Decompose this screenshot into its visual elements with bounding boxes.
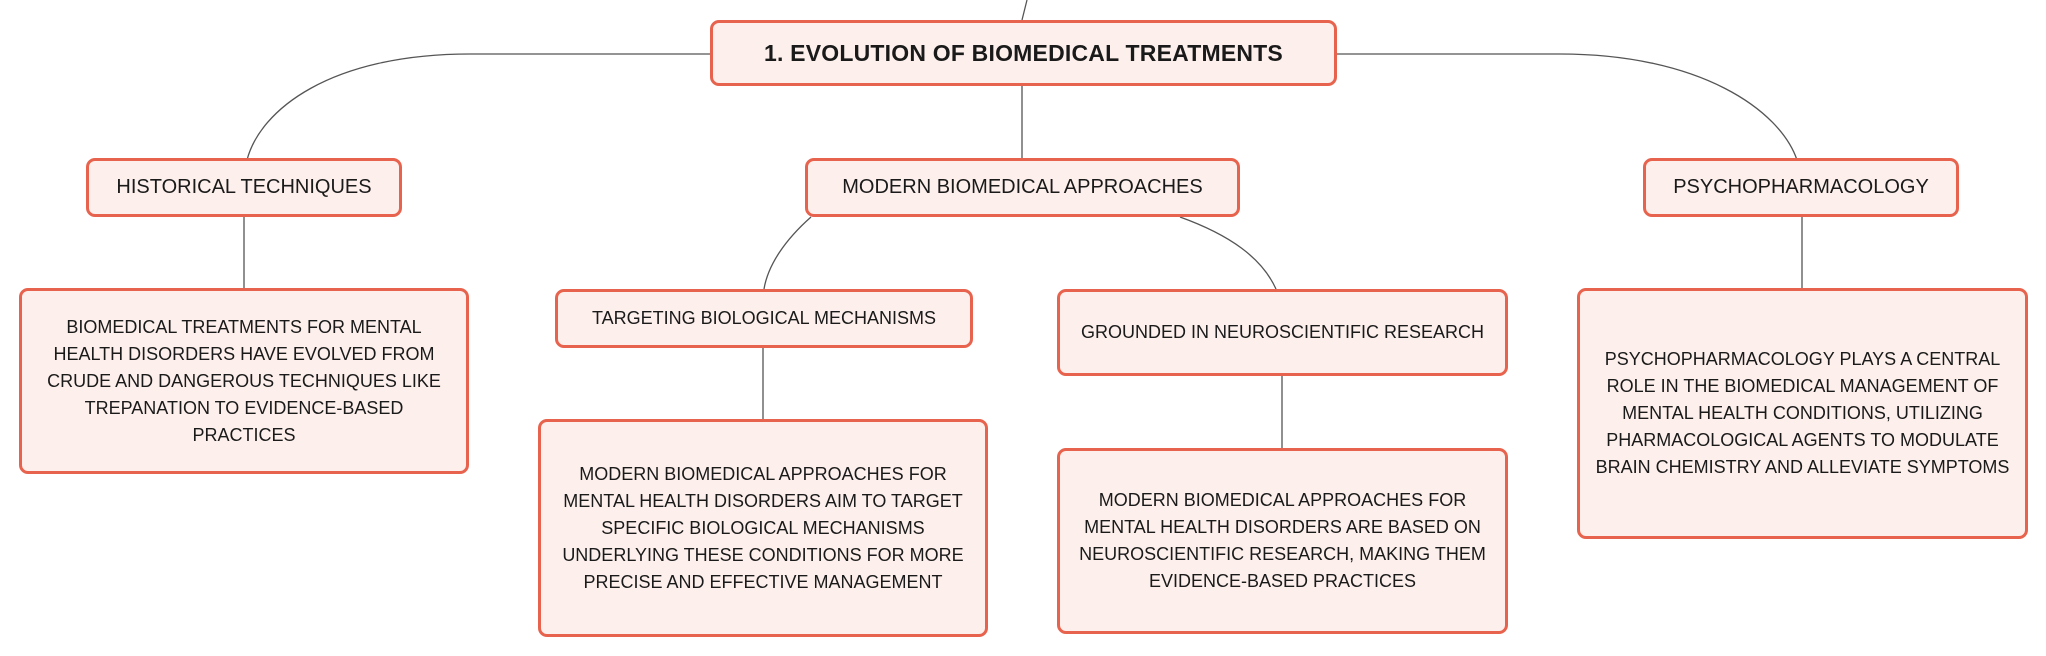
historical-detail-text: BIOMEDICAL TREATMENTS FOR MENTAL HEALTH … [47, 316, 441, 445]
grounded-detail-node[interactable]: MODERN BIOMEDICAL APPROACHES FOR MENTAL … [1057, 448, 1508, 634]
connector-root-to-historical [246, 53, 710, 161]
targeting-detail-node[interactable]: MODERN BIOMEDICAL APPROACHES FOR MENTAL … [538, 419, 988, 637]
root-node-label: 1. EVOLUTION OF BIOMEDICAL TREATMENTS [764, 39, 1283, 66]
psychopharmacology-detail-text: PSYCHOPHARMACOLOGY PLAYS A CENTRAL ROLE … [1595, 349, 2010, 477]
connector-parent-to-root [1021, 0, 1028, 21]
grounded-research-node[interactable]: GROUNDED IN NEUROSCIENTIFIC RESEARCH [1057, 289, 1508, 376]
historical-detail-node[interactable]: BIOMEDICAL TREATMENTS FOR MENTAL HEALTH … [19, 288, 469, 474]
psychopharmacology-node[interactable]: PSYCHOPHARMACOLOGY [1643, 158, 1959, 217]
targeting-mechanisms-label: TARGETING BIOLOGICAL MECHANISMS [591, 308, 937, 328]
root-node[interactable]: 1. EVOLUTION OF BIOMEDICAL TREATMENTS [710, 20, 1337, 86]
modern-approaches-label: MODERN BIOMEDICAL APPROACHES [842, 176, 1203, 198]
modern-approaches-node[interactable]: MODERN BIOMEDICAL APPROACHES [805, 158, 1240, 217]
historical-techniques-label: HISTORICAL TECHNIQUES [116, 176, 372, 198]
psychopharmacology-label: PSYCHOPHARMACOLOGY [1673, 176, 1929, 198]
historical-techniques-node[interactable]: HISTORICAL TECHNIQUES [86, 158, 402, 217]
connector-modern-to-grounded [1179, 216, 1277, 290]
connector-root-to-psychopharmacology [1337, 53, 1798, 161]
grounded-detail-text: MODERN BIOMEDICAL APPROACHES FOR MENTAL … [1079, 490, 1486, 591]
psychopharmacology-detail-node[interactable]: PSYCHOPHARMACOLOGY PLAYS A CENTRAL ROLE … [1577, 288, 2028, 539]
grounded-research-label: GROUNDED IN NEUROSCIENTIFIC RESEARCH [1080, 322, 1485, 342]
targeting-mechanisms-node[interactable]: TARGETING BIOLOGICAL MECHANISMS [555, 289, 973, 348]
targeting-detail-text: MODERN BIOMEDICAL APPROACHES FOR MENTAL … [562, 463, 964, 592]
connector-modern-to-targeting [763, 216, 812, 290]
